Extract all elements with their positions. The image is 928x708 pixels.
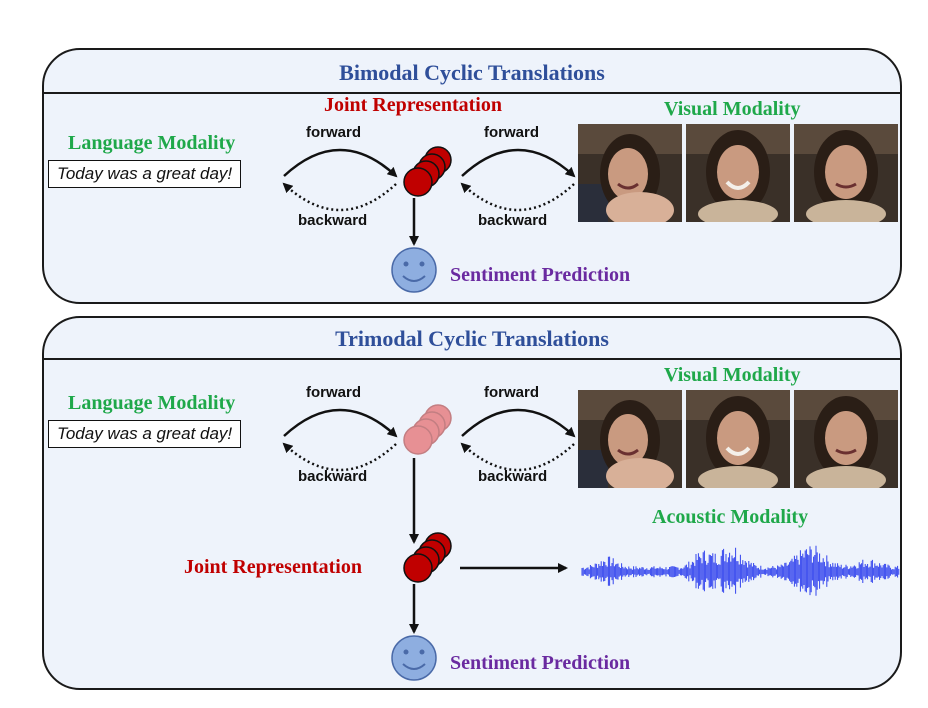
backward-label: backward [298,468,368,485]
joint-representation-icon [403,146,452,197]
forward-arrow [461,148,576,178]
acoustic-modality-label: Acoustic Modality [652,506,809,528]
trimodal-panel: Trimodal Cyclic Translations [42,316,902,690]
acoustic-waveform-icon [581,545,900,596]
joint-representation-label: Joint Representation [324,94,502,116]
backward-label: backward [298,212,368,229]
forward-label: forward [484,384,540,401]
divider [44,358,900,360]
backward-arrow [460,442,575,472]
backward-arrow [282,442,397,472]
visual-modality-label: Visual Modality [664,364,801,386]
backward-label: backward [478,212,548,229]
joint-representation-icon [403,532,452,583]
visual-modality-label: Visual Modality [664,98,801,120]
forward-arrow [461,408,576,438]
language-modality-label: Language Modality [68,132,236,154]
waveform-trace [581,545,900,596]
video-frame [794,124,898,222]
video-frame [578,124,682,222]
language-modality-label: Language Modality [68,392,236,414]
video-frame [794,390,898,488]
video-frame [578,390,682,488]
forward-arrow [283,408,398,438]
language-sentence: Today was a great day! [48,160,242,188]
forward-arrow [283,148,398,178]
intermediate-representation-icon [403,404,452,455]
joint-representation-label: Joint Representation [184,556,362,578]
sentiment-prediction-label: Sentiment Prediction [450,652,631,674]
language-sentence: Today was a great day! [48,420,242,448]
smiley-face-icon [391,247,437,293]
backward-arrow [282,182,397,212]
backward-arrow [460,182,575,212]
trimodal-title: Trimodal Cyclic Translations [335,326,609,351]
backward-label: backward [478,468,548,485]
forward-label: forward [484,124,540,141]
forward-label: forward [306,124,362,141]
smiley-face-icon [391,635,437,681]
video-frame [686,124,790,222]
bimodal-title: Bimodal Cyclic Translations [339,60,605,85]
sentiment-prediction-label: Sentiment Prediction [450,264,631,286]
video-frame [686,390,790,488]
forward-label: forward [306,384,362,401]
divider [44,92,900,94]
